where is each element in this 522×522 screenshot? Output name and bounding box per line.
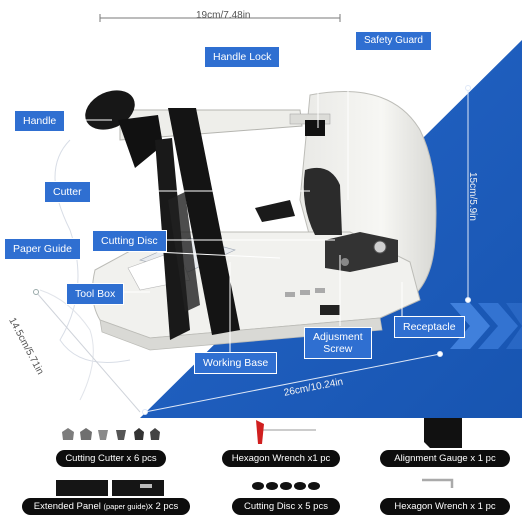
label-tool-box: Tool Box (66, 283, 125, 305)
dimension-height-right: 15cm/5.9in (467, 172, 478, 221)
label-handle: Handle (14, 110, 66, 132)
dimension-width-top: 19cm/7.48in (196, 10, 251, 21)
extended-panel-name: Extended Panel (33, 501, 101, 512)
label-adjustment-screw: Adjusment Screw (304, 327, 372, 359)
label-paper-guide: Paper Guide (4, 238, 81, 260)
cutting-cutter-icon (62, 428, 160, 440)
machine-illustration (85, 90, 437, 351)
hexagon-wrench-icon (422, 478, 454, 488)
accessory-hexagon-wrench-1: Hexagon Wrench x1 pc (222, 450, 340, 467)
cutting-disc-icon (252, 482, 320, 490)
label-cutting-disc: Cutting Disc (92, 230, 167, 252)
hexagon-wrench-red-icon (256, 420, 316, 444)
accessory-alignment-gauge: Alignment Gauge x 1 pc (380, 450, 510, 467)
accessory-cutting-cutter: Cutting Cutter x 6 pcs (56, 450, 166, 467)
accessory-hexagon-wrench-2: Hexagon Wrench x 1 pc (380, 498, 510, 515)
label-receptacle: Receptacle (394, 316, 465, 338)
accessory-extended-panel: Extended Panel (paper guide)x 2 pcs (22, 498, 190, 515)
dimension-lines (99, 14, 341, 22)
extended-panel-note: (paper guide) (103, 502, 149, 511)
extended-panel-icon (56, 480, 164, 496)
label-working-base: Working Base (194, 352, 278, 374)
accessory-cutting-disc: Cutting Disc x 5 pcs (232, 498, 340, 515)
alignment-gauge-icon (424, 418, 462, 448)
accessory-illustrations (56, 418, 462, 496)
label-cutter: Cutter (44, 181, 91, 203)
label-safety-guard: Safety Guard (355, 31, 432, 51)
label-handle-lock: Handle Lock (204, 46, 281, 68)
extended-panel-qty: x 2 pcs (148, 501, 179, 512)
